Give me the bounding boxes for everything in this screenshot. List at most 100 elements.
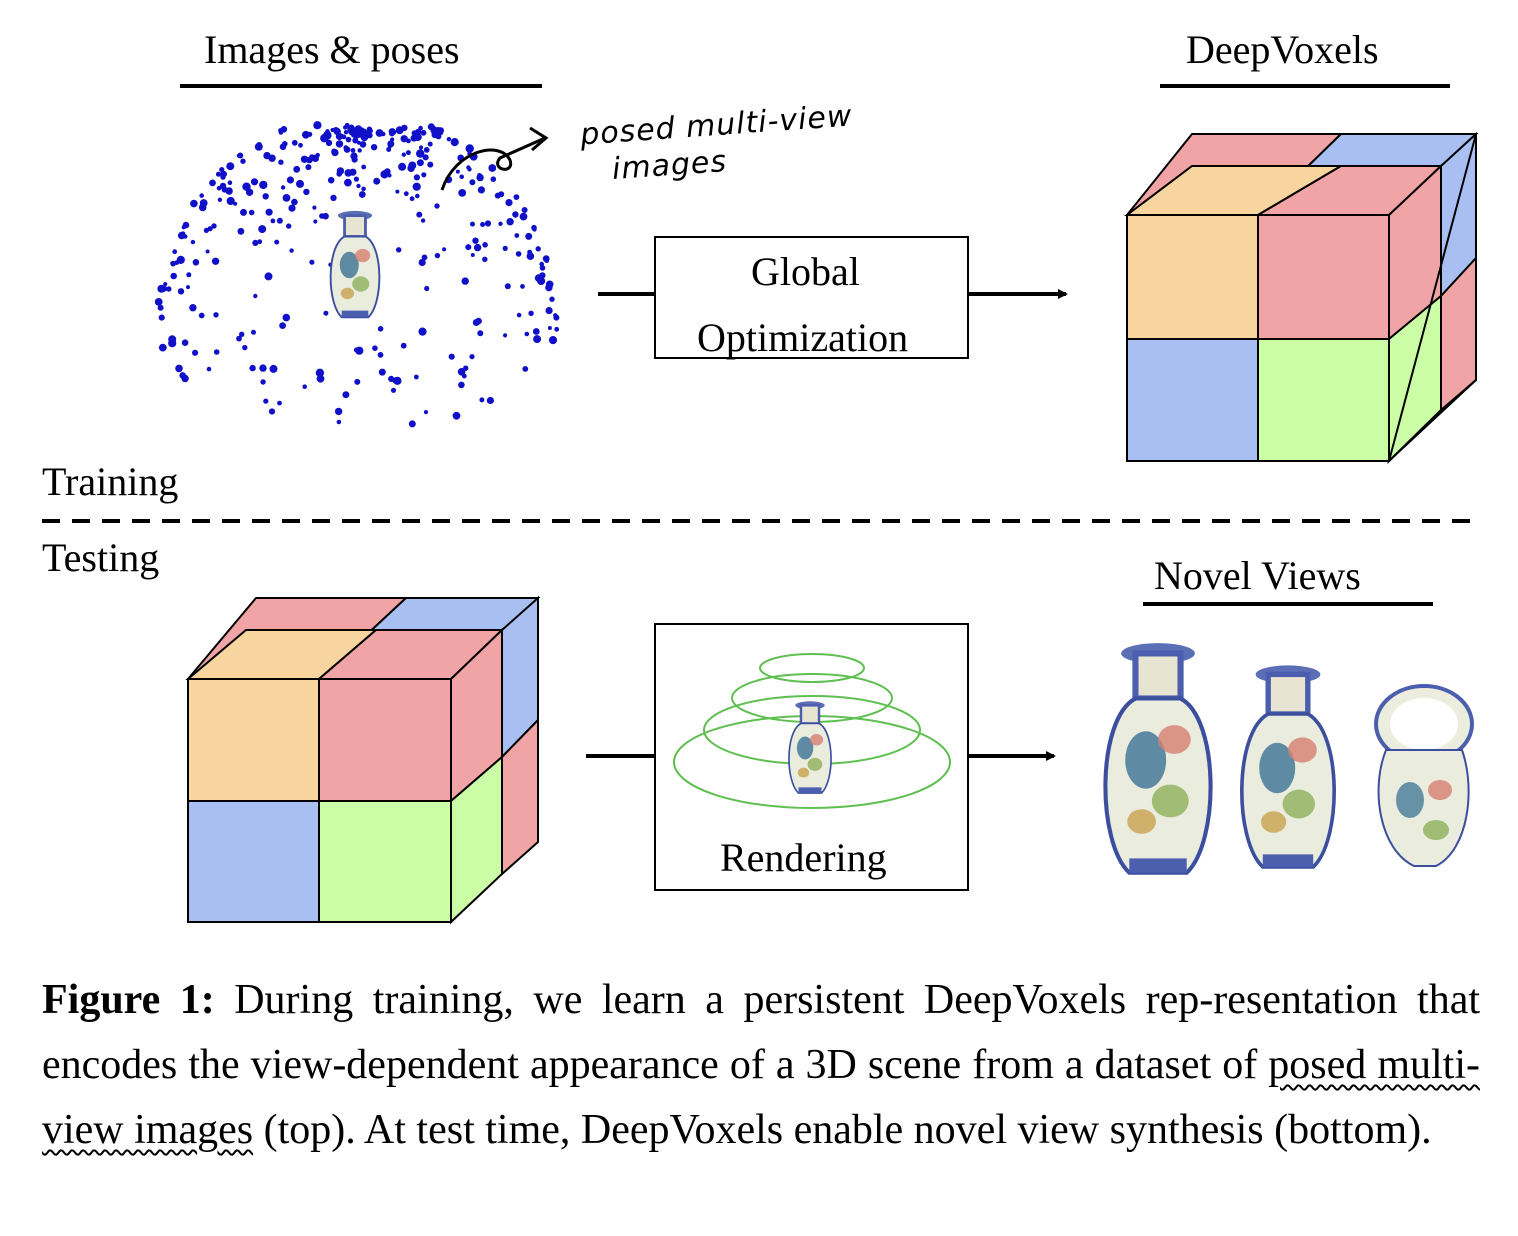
camera-dot (545, 280, 554, 289)
camera-dot (259, 364, 267, 372)
camera-dot (251, 329, 256, 335)
camera-dot (313, 121, 322, 130)
camera-dot (358, 191, 366, 198)
camera-dot (263, 398, 269, 404)
camera-dot (423, 410, 429, 415)
camera-dot (542, 255, 550, 263)
camera-dot (227, 180, 233, 185)
camera-dot (361, 164, 367, 170)
camera-dot (282, 194, 291, 202)
camera-dot (519, 212, 528, 221)
camera-dot (498, 221, 503, 226)
camera-dot (264, 272, 273, 281)
camera-dot (220, 170, 227, 178)
caption-text-1: During training, we learn a persistent D… (42, 977, 1480, 1088)
camera-dot (211, 257, 220, 265)
camera-dot (175, 364, 183, 373)
camera-dot (360, 133, 369, 142)
camera-dot (303, 188, 310, 196)
camera-dot (343, 125, 348, 130)
camera-dot (434, 252, 441, 259)
camera-dot (192, 349, 199, 356)
camera-dot (274, 239, 280, 245)
camera-dot (331, 148, 337, 155)
camera-dot (484, 220, 492, 227)
camera-dot (450, 138, 459, 147)
camera-dot (286, 223, 292, 229)
camera-dot (237, 227, 245, 235)
camera-dot (422, 154, 429, 161)
testing-label: Testing (42, 535, 160, 580)
camera-dot (342, 391, 350, 399)
novel-views-title: Novel Views (1154, 553, 1361, 598)
camera-dot (528, 310, 534, 316)
camera-dot (199, 193, 204, 198)
camera-dot (353, 176, 359, 182)
camera-dot (548, 336, 558, 345)
camera-dot (280, 185, 286, 190)
camera-dot (545, 307, 553, 315)
camera-dot (421, 172, 427, 178)
camera-dot (279, 322, 286, 329)
camera-dot (181, 339, 189, 347)
camera-dot (532, 328, 540, 335)
camera-dot (387, 173, 392, 178)
camera-dot (459, 174, 465, 180)
camera-dot (522, 366, 529, 372)
camera-dot (189, 304, 197, 312)
camera-dot (239, 331, 245, 337)
camera-dot (418, 258, 426, 267)
camera-dot (269, 364, 278, 373)
camera-dot (504, 283, 511, 290)
camera-dot (237, 152, 244, 159)
camera-dot (158, 314, 165, 321)
camera-dot (217, 197, 223, 202)
camera-dot (533, 335, 542, 344)
camera-dot (277, 400, 282, 406)
camera-dot (262, 193, 269, 200)
camera-dot (458, 189, 467, 197)
camera-dot (416, 159, 424, 167)
camera-dot (334, 407, 343, 416)
camera-dot (298, 142, 303, 148)
camera-dot (325, 139, 333, 147)
camera-dot (406, 138, 411, 144)
camera-dot (525, 232, 533, 240)
camera-dot (215, 171, 222, 177)
camera-dot (475, 317, 482, 325)
camera-dot (549, 296, 555, 302)
camera-dot (336, 419, 342, 425)
camera-dot (350, 152, 358, 160)
camera-dot (302, 132, 308, 138)
camera-dot (209, 179, 216, 187)
caption-text-2: (top). At test time, DeepVoxels enable n… (253, 1107, 1432, 1153)
camera-dot (265, 208, 273, 216)
camera-dot (268, 408, 276, 415)
camera-dot (190, 199, 198, 208)
figure-1: Images & poses DeepVoxels posed multi-vi… (42, 30, 1480, 925)
camera-dot (532, 227, 537, 232)
camera-dot (286, 176, 294, 184)
camera-dot (343, 145, 349, 151)
camera-dot (448, 353, 455, 360)
camera-dot (520, 284, 525, 289)
camera-dot (240, 158, 246, 164)
camera-dot (416, 149, 425, 158)
camera-dot (547, 326, 552, 330)
camera-dot (157, 284, 166, 293)
camera-dot (380, 170, 389, 179)
camera-dot (427, 123, 435, 131)
camera-dot (352, 137, 359, 144)
camera-dot (477, 330, 484, 337)
camera-dot (213, 349, 220, 355)
camera-dot (190, 239, 196, 245)
camera-dot (260, 379, 266, 385)
camera-dot (166, 286, 172, 292)
camera-dot (158, 343, 167, 352)
camera-dot (343, 130, 349, 135)
camera-dot (198, 312, 205, 319)
camera-dot (163, 282, 168, 287)
camera-dot (469, 179, 476, 186)
camera-dot (226, 196, 235, 206)
camera-dot (248, 209, 255, 216)
